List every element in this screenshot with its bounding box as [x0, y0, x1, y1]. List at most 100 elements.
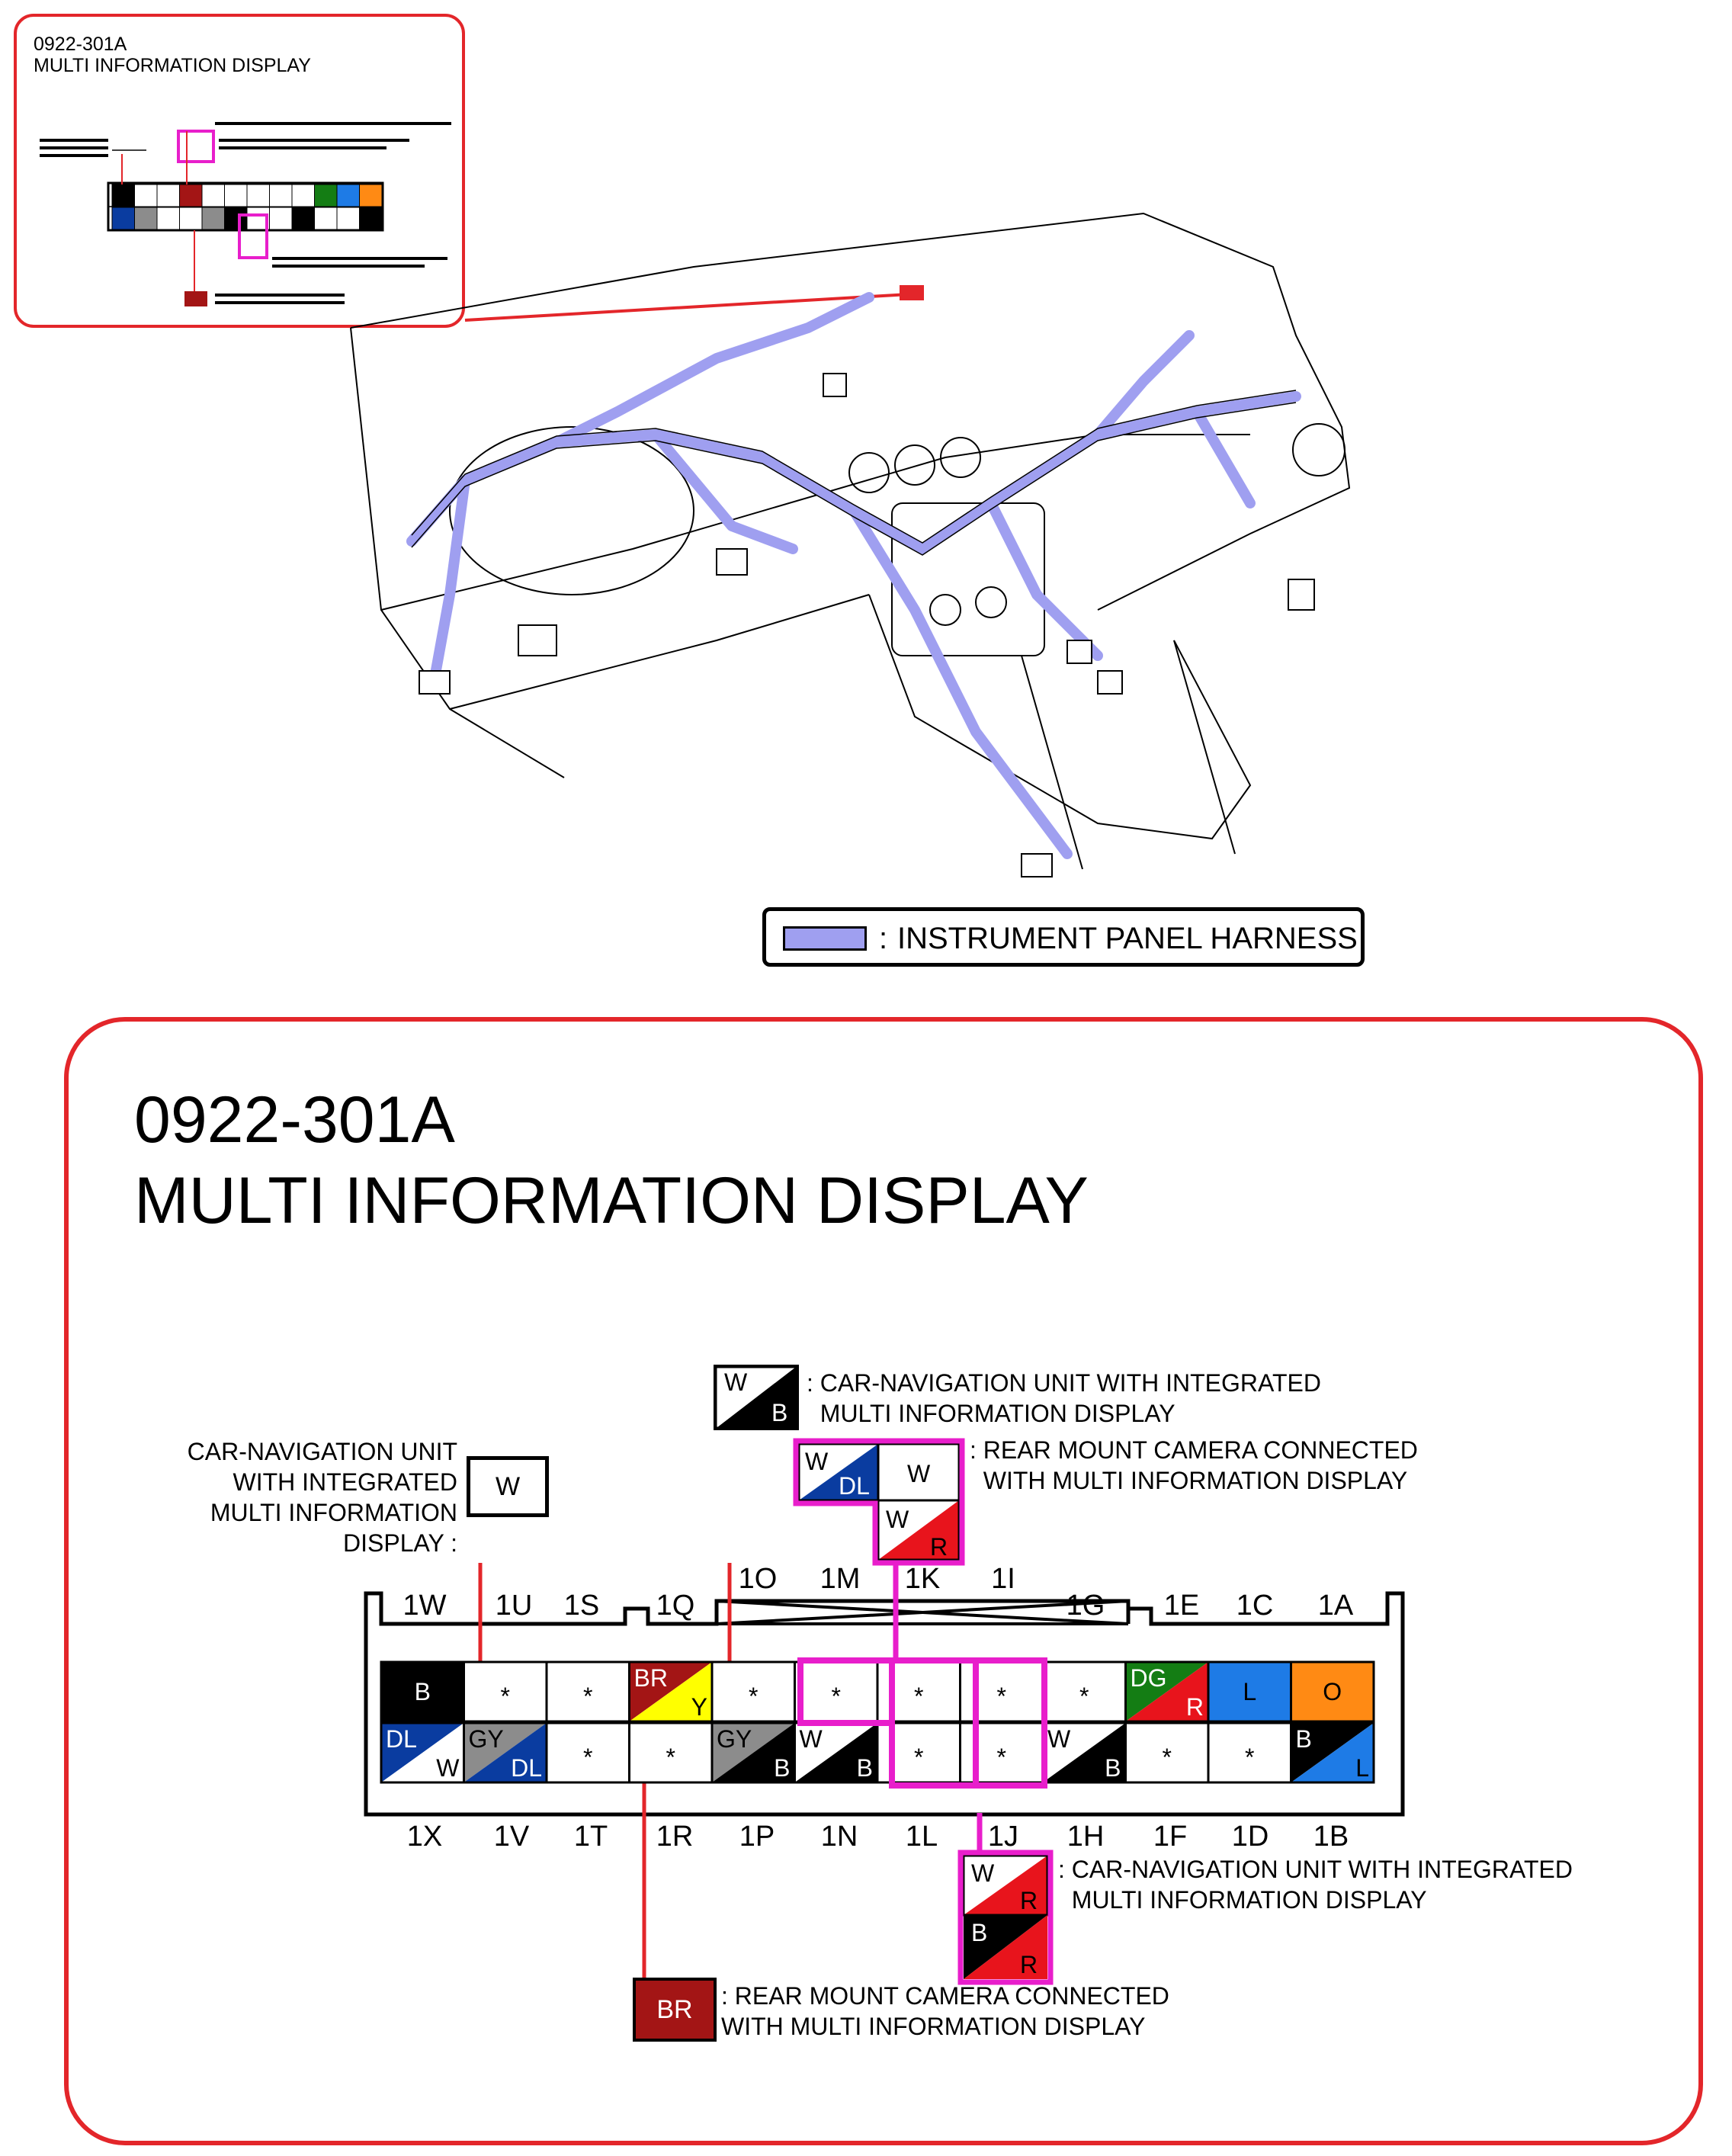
thumbnail-pin-1P: [201, 207, 225, 230]
connector-pin-1I: *: [959, 1660, 1044, 1723]
top-callout-box-top: W: [724, 1368, 748, 1396]
connector-pin-1B: BL: [1290, 1721, 1375, 1784]
top-callout-text: : CAR-NAVIGATION UNIT WITH INTEGRATED MU…: [807, 1369, 1321, 1427]
bottom-callout-box: BR: [633, 1978, 717, 2042]
mag-bot-b-top: B: [971, 1919, 987, 1946]
connector-pin-1D: *: [1207, 1721, 1292, 1784]
thumbnail-pin-1G: [291, 184, 315, 207]
thumbnail-pin-1C: [336, 184, 360, 207]
pin-label-1X: 1X: [406, 1821, 443, 1853]
pin-label-1Q: 1Q: [656, 1590, 695, 1622]
pin-color-label-primary: B: [1296, 1725, 1312, 1753]
connector-pin-1X: DLW: [380, 1721, 465, 1784]
pin-label-1O: 1O: [738, 1563, 778, 1595]
left-callout-text: CAR-NAVIGATION UNIT WITH INTEGRATED MULT…: [187, 1438, 457, 1557]
pin-color-label: B: [415, 1678, 431, 1705]
pin-label-1W: 1W: [403, 1590, 447, 1622]
connector-pin-1N: WB: [794, 1721, 879, 1784]
detail-name: MULTI INFORMATION DISPLAY: [134, 1164, 1089, 1237]
mag-top-b: W: [907, 1460, 931, 1487]
legend-label: INSTRUMENT PANEL HARNESS: [897, 922, 1358, 955]
thumbnail-pin-1H: [291, 207, 315, 230]
pin-label-1H: 1H: [1066, 1821, 1105, 1853]
pin-unused-marker: *: [997, 1744, 1006, 1771]
connector-pin-1P: GYB: [710, 1721, 796, 1784]
pin-color-label-primary: GY: [469, 1725, 504, 1753]
pin-label-1A: 1A: [1317, 1590, 1354, 1622]
thumbnail-pin-1U: [134, 184, 158, 207]
pin-label-1B: 1B: [1313, 1821, 1349, 1853]
pin-unused-marker: *: [1079, 1683, 1089, 1710]
pin-unused-marker: *: [832, 1683, 841, 1710]
pin-label-1M: 1M: [819, 1563, 861, 1595]
thumbnail-leader: [464, 285, 924, 322]
pin-unused-marker: *: [914, 1683, 923, 1710]
connector-pin-1R: *: [628, 1721, 714, 1784]
thumbnail-pin-1J: [269, 207, 293, 230]
pin-unused-marker: *: [583, 1683, 592, 1710]
thumbnail-code: 0922-301A: [34, 34, 127, 55]
thumbnail-pin-1F: [314, 207, 338, 230]
thumbnail-connector-sketch: [40, 122, 451, 306]
thumbnail-pin-1V: [134, 207, 158, 230]
bottom-callout-text: : REAR MOUNT CAMERA CONNECTED WITH MULTI…: [721, 1982, 1169, 2040]
pin-label-1V: 1V: [493, 1821, 530, 1853]
pin-label-1N: 1N: [820, 1821, 858, 1853]
magenta-bottom-text: : CAR-NAVIGATION UNIT WITH INTEGRATED MU…: [1058, 1856, 1573, 1914]
mag-bot-b-bottom: R: [1020, 1951, 1038, 1978]
connector-pin-1H: WB: [1041, 1721, 1127, 1784]
magenta-top-group: W DL W W R: [793, 1438, 965, 1566]
pin-color-label: O: [1323, 1678, 1342, 1705]
top-callout-box: W B: [714, 1365, 799, 1430]
pin-label-1S: 1S: [563, 1590, 600, 1622]
pin-label-1L: 1L: [905, 1821, 938, 1853]
connector-pin-1A: O: [1290, 1660, 1375, 1723]
pin-color-label-primary: GY: [717, 1725, 752, 1753]
mag-bot-a-top: W: [971, 1859, 995, 1887]
pin-unused-marker: *: [914, 1744, 923, 1771]
pin-label-1T: 1T: [573, 1821, 608, 1853]
pin-color-label-secondary: B: [1105, 1754, 1121, 1782]
connector-pin-1C: L: [1207, 1660, 1292, 1723]
mag-top-c-top: W: [886, 1506, 909, 1533]
connector-pin-1Q: BRY: [628, 1660, 714, 1723]
connector-pin-1W: B: [380, 1660, 465, 1723]
thumbnail-pin-1Q: [179, 184, 203, 207]
connector-pin-1M: *: [794, 1660, 879, 1723]
thumbnail-pin-1W: [111, 184, 135, 207]
pin-unused-marker: *: [1163, 1744, 1172, 1771]
mag-top-a-bottom: DL: [839, 1472, 870, 1500]
pin-color-label-secondary: W: [436, 1754, 460, 1782]
pin-unused-marker: *: [501, 1683, 510, 1710]
pin-label-1R: 1R: [656, 1821, 694, 1853]
pin-label-1K: 1K: [904, 1563, 941, 1595]
connector-pin-1E: DGR: [1124, 1660, 1210, 1723]
harness-legend: : INSTRUMENT PANEL HARNESS: [762, 907, 1365, 967]
pin-unused-marker: *: [666, 1744, 675, 1771]
thumbnail-name: MULTI INFORMATION DISPLAY: [34, 55, 311, 76]
pin-color-label-primary: W: [800, 1725, 823, 1753]
pin-color-label-primary: W: [1047, 1725, 1071, 1753]
connector-pin-1G: *: [1041, 1660, 1127, 1723]
top-callout-box-bottom: B: [771, 1399, 787, 1426]
left-callout-box-label: W: [495, 1471, 521, 1501]
pin-label-1E: 1E: [1163, 1590, 1200, 1622]
pin-label-1J: 1J: [987, 1821, 1019, 1853]
magenta-top-text: : REAR MOUNT CAMERA CONNECTED WITH MULTI…: [970, 1436, 1418, 1494]
magenta-bottom-group: W R B R: [957, 1850, 1054, 1985]
thumbnail-pin-1N: [224, 207, 248, 230]
pin-color-label-primary: BR: [634, 1664, 668, 1692]
thumbnail-pin-1S: [156, 184, 180, 207]
pin-color-label-secondary: L: [1355, 1754, 1369, 1782]
mag-bot-a-bottom: R: [1020, 1887, 1038, 1914]
connector-pin-1S: *: [545, 1660, 630, 1723]
pin-label-1I: 1I: [991, 1563, 1015, 1595]
pin-color-label: L: [1243, 1678, 1256, 1705]
dashboard-harness-illustration: [350, 212, 1351, 877]
detail-panel: [64, 1017, 1703, 2145]
connector-pin-1T: *: [545, 1721, 630, 1784]
thumbnail-pin-1T: [156, 207, 180, 230]
connector-pin-1O: *: [710, 1660, 796, 1723]
